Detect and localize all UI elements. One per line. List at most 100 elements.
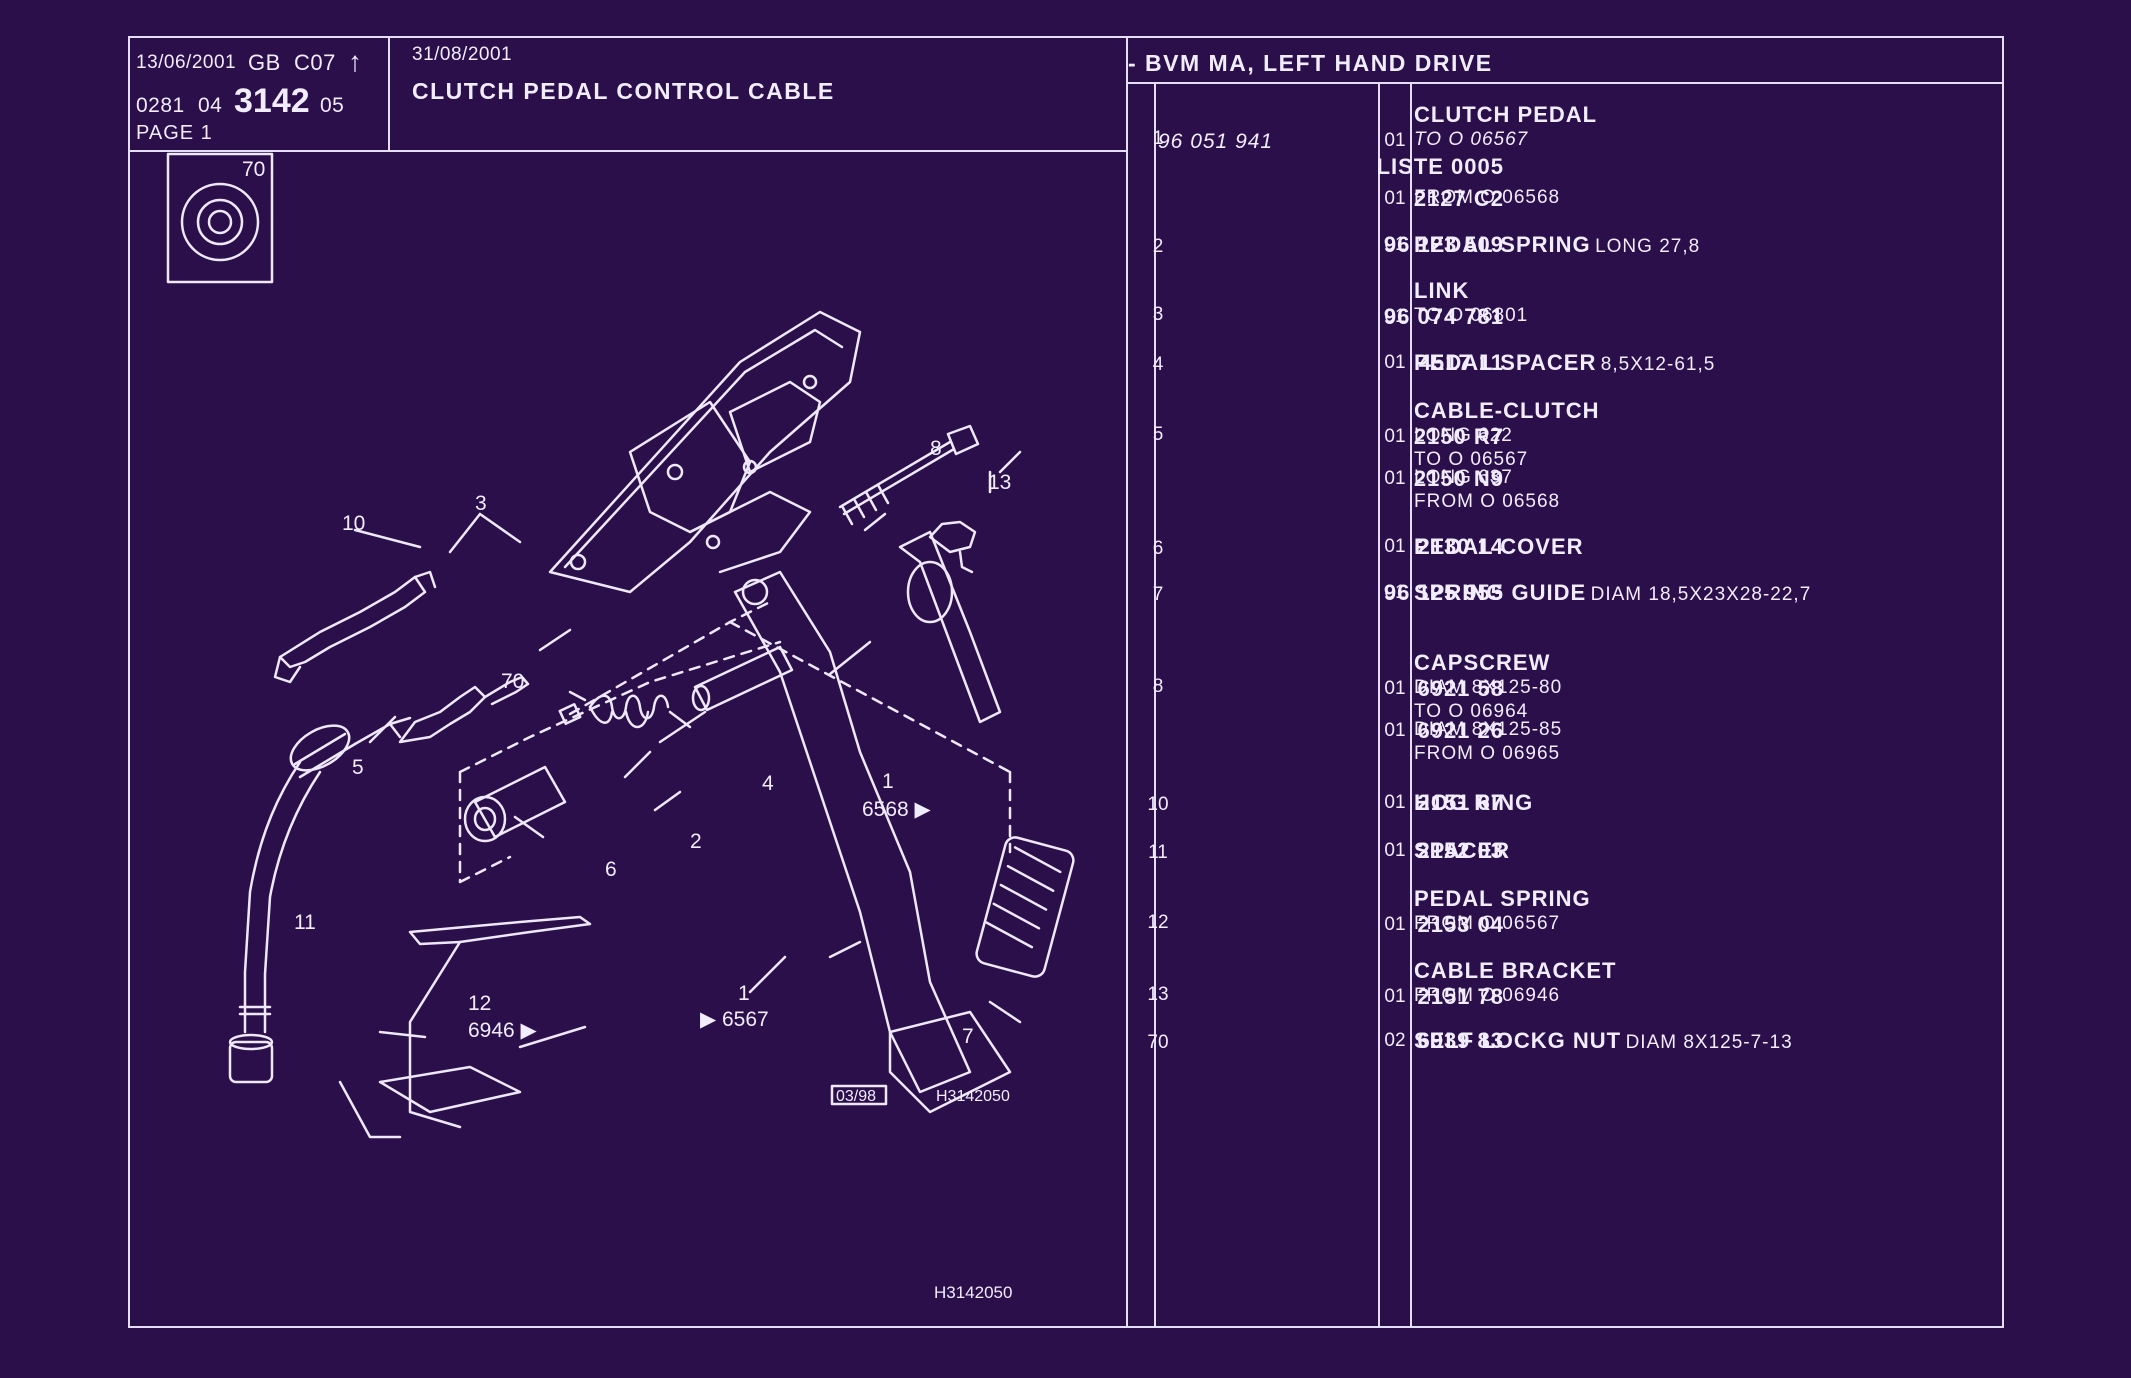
part-name: CABLE BRACKET [1414, 958, 1617, 983]
part-name: CAPSCREW [1414, 650, 1551, 675]
divider-item-col [1154, 82, 1156, 1326]
part-quantity: 01 [1384, 426, 1406, 447]
part-reference: 2127 C2 [1413, 186, 1504, 211]
callout-4: 4 [762, 772, 774, 795]
divider-left-right [1126, 38, 1128, 1326]
part-description: HOG RING [1414, 790, 1533, 816]
part-item-number: 4 [1152, 354, 1164, 375]
part-quantity: 01 [1384, 840, 1406, 861]
part-item-number: 10 [1147, 794, 1169, 815]
part-reference: 2150 N9 [1413, 466, 1504, 491]
part-note-line: LONG 637 [1414, 467, 1513, 488]
part-quantity: 01 [1384, 306, 1406, 327]
part-item-number: 8 [1152, 676, 1164, 697]
inset-callout-70: 70 [242, 158, 265, 181]
part-item-number: 12 [1147, 912, 1169, 933]
part-spec: DIAM 18,5X23X28-22,7 [1590, 584, 1812, 605]
callout-6: 7 [962, 1025, 974, 1048]
part-reference: 2151 67 [1417, 790, 1504, 815]
part-reference: 2150 R7 [1413, 424, 1504, 449]
callout-3: 3 [475, 492, 487, 515]
header-code: C07 [294, 50, 336, 75]
link [398, 685, 487, 744]
part-name: SELF LOCKG NUT [1414, 1028, 1622, 1053]
header-ref-main: 3142 [234, 82, 310, 120]
part-note-line: LONG 622 [1414, 425, 1513, 446]
part-description: SPACER [1414, 838, 1510, 864]
catalog-sheet: 13/06/2001 GB C07 ↑ 0281 04 3142 05 PAGE… [128, 36, 2004, 1328]
part-name: CLUTCH PEDAL [1414, 102, 1598, 127]
divider-subtitle-bottom [1126, 82, 2002, 84]
part-reference: 6921 58 [1417, 676, 1504, 701]
callout-13: 12 [468, 992, 491, 1015]
part-item-number: 11 [1148, 842, 1168, 863]
clutch-cable [243, 760, 302, 1034]
part-note-line: DIAM 8X125-85 [1414, 719, 1563, 740]
divider-qty-left [1378, 82, 1380, 1326]
part-name: PEDAL COVER [1414, 534, 1584, 559]
exploded-view-diagram: 70 10 3 8 13 70 5 4 2 6 1 6568 ▶ 11 12 6… [166, 152, 1075, 1302]
part-description: PEDAL SPACER 8,5X12-61,5 [1414, 350, 1715, 376]
part-name: PEDAL SPRING [1414, 886, 1591, 911]
callout-6567: ▶ 6567 [700, 1008, 769, 1031]
callout-1-left: 1 [738, 982, 750, 1005]
part-name: CABLE-CLUTCH [1414, 398, 1600, 423]
part-name: HOG RING [1414, 790, 1534, 815]
header-ref-c: 05 [320, 94, 345, 117]
part-item-number: 5 [1152, 424, 1164, 445]
header-page: PAGE 1 [136, 122, 213, 144]
callout-70: 70 [501, 670, 524, 693]
part-reference: 2152 03 [1417, 838, 1504, 863]
callout-12: 13 [988, 471, 1011, 494]
part-note-line: TO O 06964 [1414, 701, 1529, 722]
callout-6568: 6568 ▶ [862, 798, 932, 821]
part-spec: LONG 27,8 [1595, 236, 1701, 257]
header-ref-b: 04 [198, 94, 223, 117]
part-spec: DIAM 8X125-7-13 [1625, 1032, 1793, 1053]
header-lang: GB [248, 50, 281, 75]
pedal-lever-6568 [898, 530, 1002, 724]
pedal-spacer [693, 645, 794, 712]
part-quantity: 01 [1384, 130, 1406, 151]
spacer-11 [228, 1040, 274, 1084]
part-quantity: 01 [1384, 914, 1406, 935]
part-reference: 96 123 509 [1383, 232, 1504, 257]
part-reference: 6921 26 [1417, 718, 1504, 743]
callout-7: 6 [605, 858, 617, 881]
part-name: SPRING GUIDE [1414, 580, 1587, 605]
header-date-2: 31/08/2001 [412, 44, 513, 65]
part-note-line: TO O 06567 [1414, 129, 1529, 150]
part-name: SPACER [1414, 838, 1511, 863]
part-name: PEDAL SPACER [1414, 350, 1597, 375]
page-subtitle: - BVM MA, LEFT HAND DRIVE [1128, 50, 1493, 76]
spring-guide [473, 765, 567, 839]
pedal-spring-2 [588, 694, 670, 720]
part-description: PEDAL COVER [1414, 534, 1584, 560]
part-note-line: DIAM 8X125-80 [1414, 677, 1563, 698]
cable-bracket [408, 915, 592, 946]
part-note-line: FROM O 06965 [1414, 743, 1561, 764]
part-description: SPRING GUIDE DIAM 18,5X23X28-22,7 [1414, 580, 1811, 606]
part-quantity: 01 [1384, 720, 1406, 741]
hog-ring [278, 575, 427, 669]
part-reference: 2151 78 [1417, 984, 1504, 1009]
part-note-line: FROM O 06567 [1414, 913, 1561, 934]
part-reference: 96 074 781 [1383, 304, 1504, 329]
part-spec: 8,5X12-61,5 [1600, 354, 1716, 375]
callout-10: 10 [342, 512, 365, 535]
capscrew [838, 440, 952, 509]
part-description: PEDAL SPRING LONG 27,8 [1414, 232, 1700, 258]
up-arrow-icon: ↑ [348, 46, 363, 77]
part-description: FROM O 06568 [1414, 186, 1560, 210]
part-item-number: 3 [1152, 304, 1164, 325]
callout-2: 2 [690, 830, 702, 853]
callout-8: 8 [930, 437, 942, 460]
part-quantity: 01 [1384, 352, 1406, 373]
